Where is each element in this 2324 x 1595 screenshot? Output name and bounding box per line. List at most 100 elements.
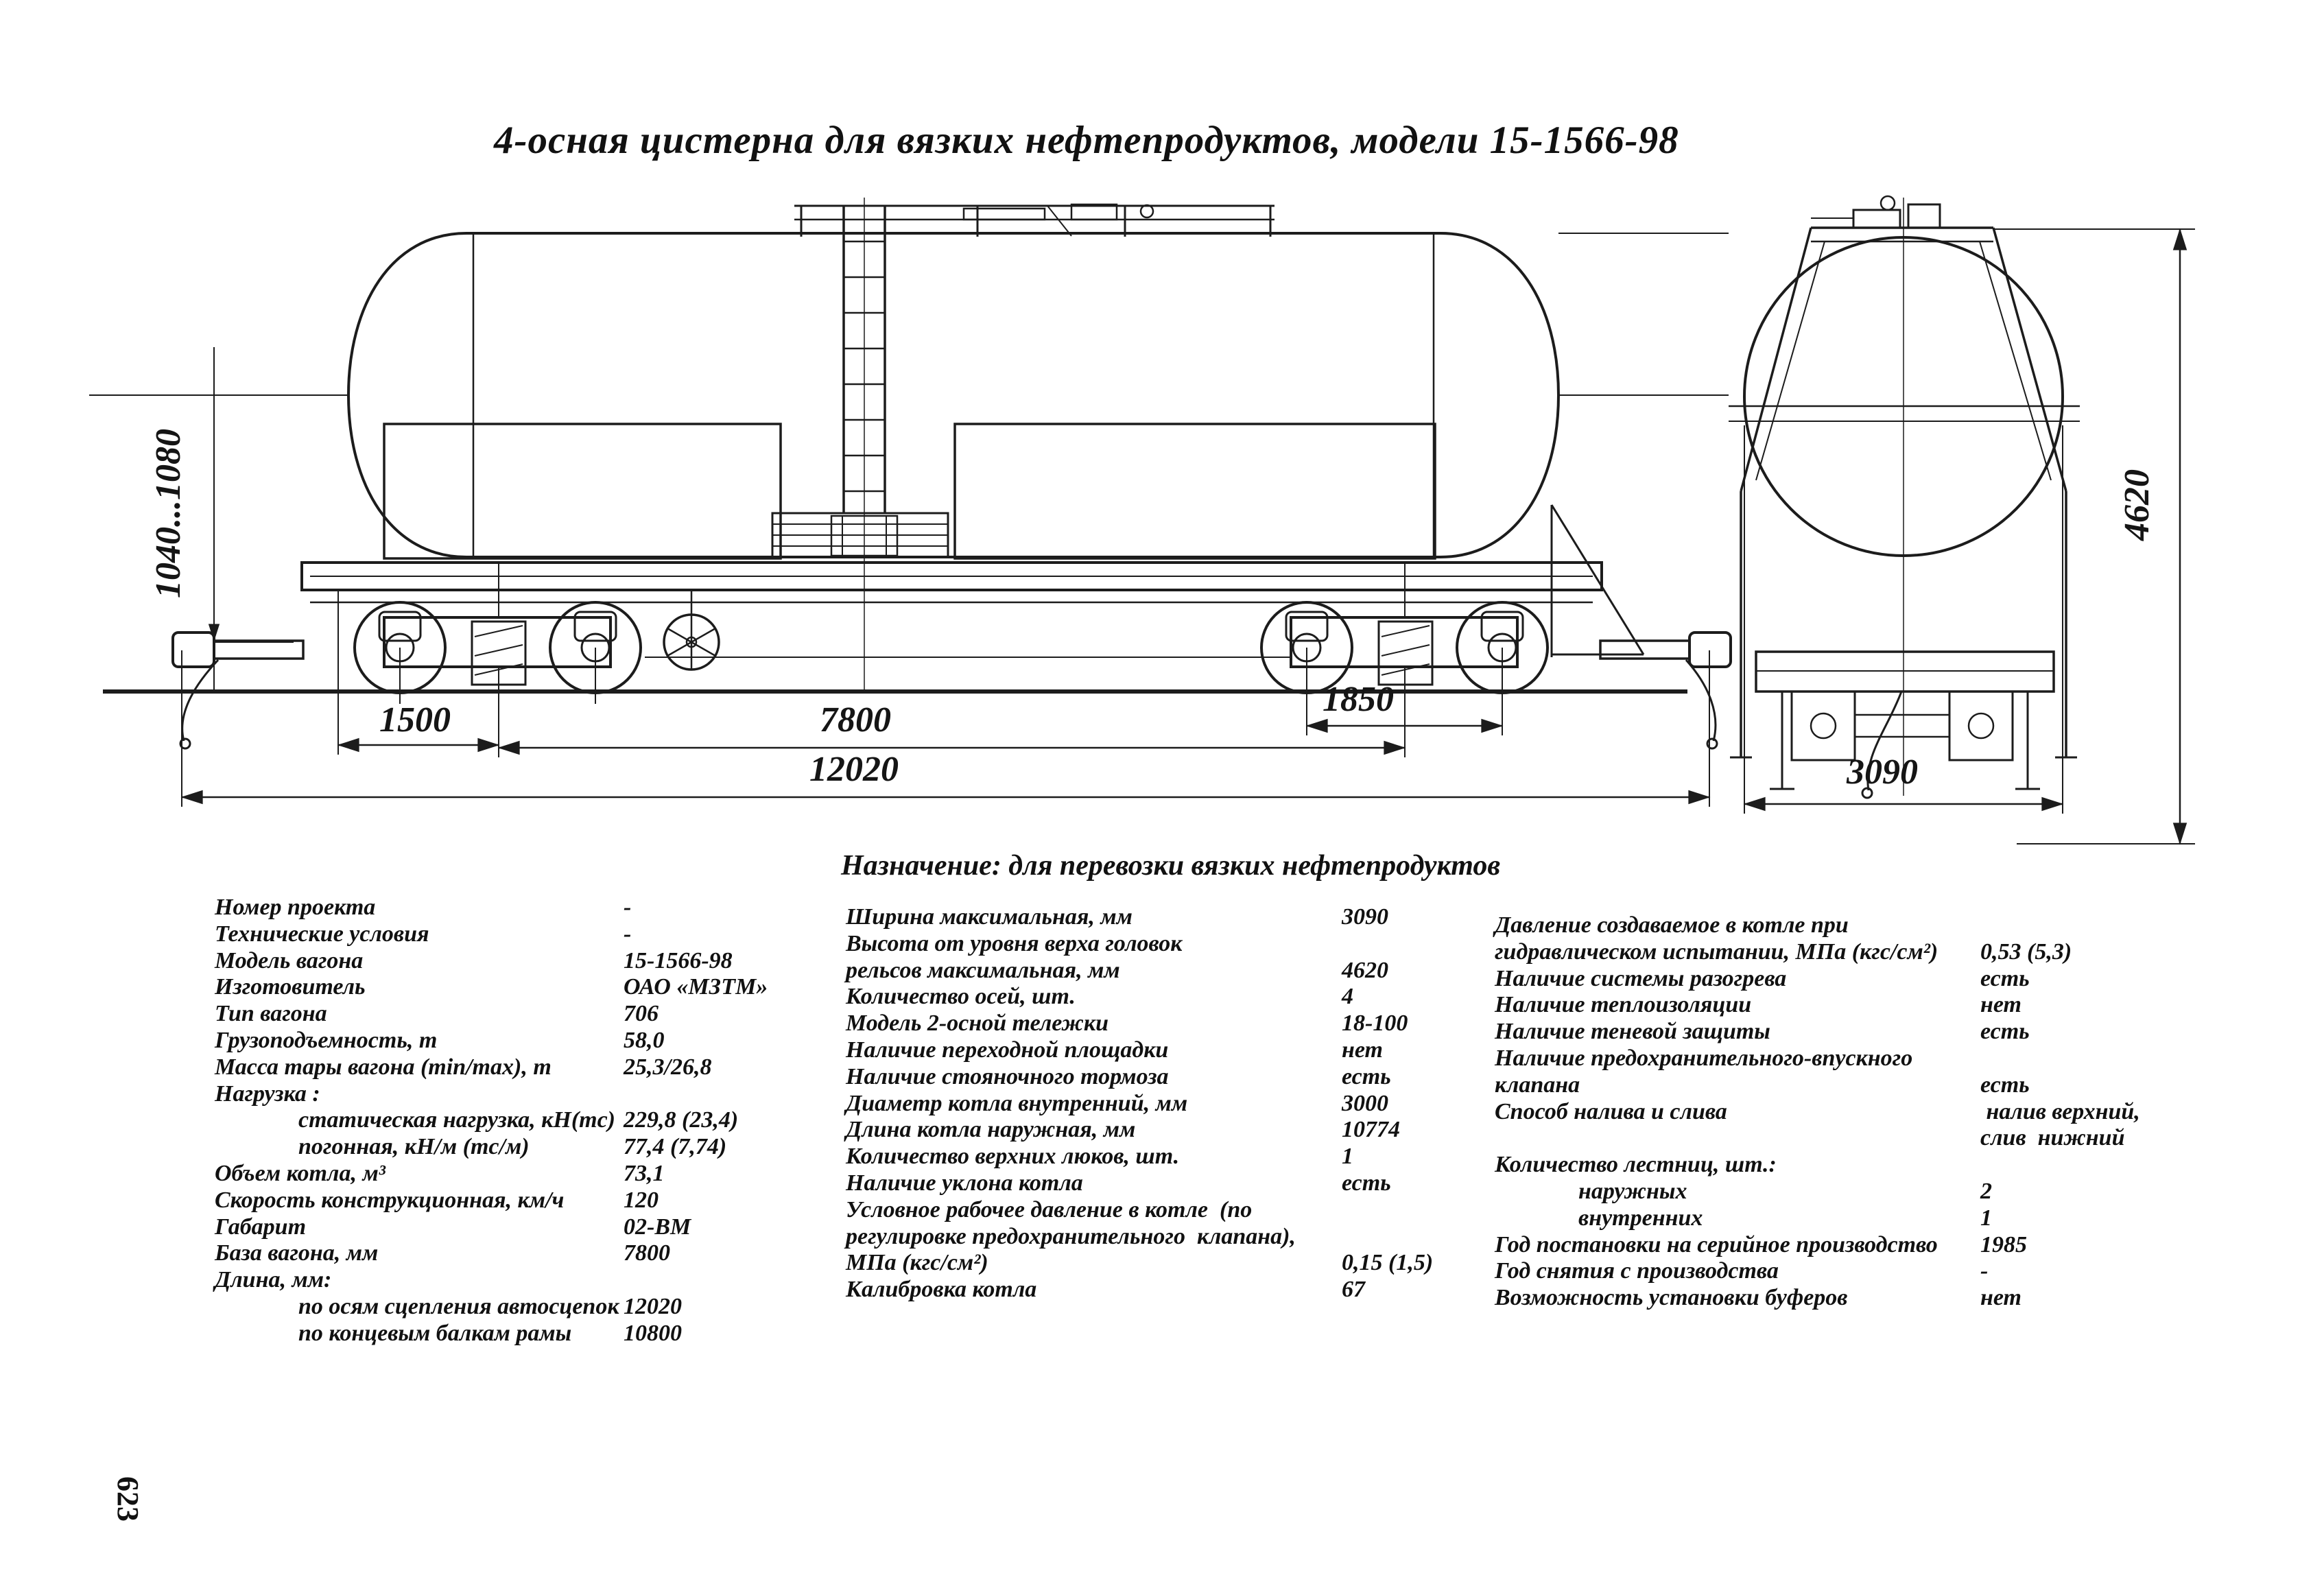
spec-value: 2 (1980, 1178, 1992, 1204)
spec-label (1495, 1125, 1980, 1152)
spec-label: Объем котла, м³ (215, 1160, 386, 1186)
spec-label: Грузоподъемность, т (215, 1027, 438, 1053)
spec-value: 3000 (1342, 1090, 1388, 1116)
dimension-7800: 7800 (497, 700, 1406, 755)
spec-label: погонная, кН/м (тс/м) (298, 1134, 530, 1160)
spec-label: Длина котла наружная, мм (846, 1117, 1136, 1143)
spec-label: Год снятия с производства (1495, 1258, 1779, 1284)
spec-value (1980, 912, 2290, 939)
page-title: 4-осная цистерна для вязких нефтепродукт… (494, 119, 1679, 162)
dim-12020-label: 12020 (809, 750, 899, 789)
spec-value: 73,1 (624, 1160, 665, 1186)
spec-label: Количество осей, шт. (846, 984, 1076, 1010)
dimension-1850: 1850 (1305, 680, 1504, 733)
spec-value: есть (1342, 1063, 1391, 1089)
spec-value: 229,8 (23,4) (624, 1107, 739, 1133)
spec-label: Модель 2-осной тележки (846, 1011, 1109, 1037)
spec-value: налив верхний, (1980, 1098, 2140, 1124)
dim-1850-label: 1850 (1323, 680, 1394, 719)
dim-7800-label: 7800 (820, 700, 891, 740)
spec-row: гидравлическом испытании, МПа (кгс/см²)0… (1495, 939, 2290, 966)
spec-value (624, 1267, 832, 1294)
purpose-line: Назначение: для перевозки вязких нефтепр… (841, 850, 1501, 882)
spec-row: Количество верхних люков, шт.1 (846, 1144, 1552, 1170)
shade-shield-right (953, 423, 1436, 560)
spec-row: МПа (кгс/см²)0,15 (1,5) (846, 1250, 1552, 1277)
dimension-extension-lines (181, 591, 1710, 807)
spec-label: Модель вагона (215, 947, 364, 973)
spec-row: Количество лестниц, шт.: (1495, 1152, 2290, 1179)
dim-4620-label: 4620 (2118, 469, 2157, 541)
spec-row: Наличие предохранительного-впускного (1495, 1045, 2290, 1072)
heater-louver-box (771, 512, 949, 558)
spec-value: нет (1980, 1285, 2021, 1311)
spec-label: Тип вагона (215, 1001, 327, 1027)
spec-row: Условное рабочее давление в котле (по (846, 1197, 1552, 1224)
spec-label: Нагрузка : (215, 1080, 320, 1107)
spec-label: наружных (1578, 1178, 1687, 1204)
spec-label: Калибровка котла (846, 1277, 1037, 1303)
spec-label: Масса тары вагона (min/max), т (215, 1054, 552, 1080)
spec-row: Объем котла, м³ 73,1 (215, 1161, 832, 1188)
spec-value: 10774 (1342, 1117, 1400, 1143)
spec-row: Наличие системы разогрева есть (1495, 966, 2290, 993)
spec-label: Способ налива и слива (1495, 1098, 1727, 1124)
spec-value: есть (1980, 965, 2030, 991)
spec-label: Количество верхних люков, шт. (846, 1144, 1180, 1170)
spec-value: есть (1342, 1170, 1391, 1196)
end-view-bogie (1755, 650, 2055, 799)
spec-value: 25,3/26,8 (624, 1054, 712, 1080)
end-handrail-bracket (1550, 504, 1645, 657)
end-view-drawing: 4620 3090 (1729, 195, 2195, 845)
spec-value: 77,4 (7,74) (624, 1134, 727, 1160)
brake-hose-left (179, 659, 220, 750)
spec-label: Номер проекта (215, 895, 376, 920)
coupler-right (1599, 631, 1732, 668)
spec-value: - (624, 921, 632, 947)
dimension-4620: 4620 (1995, 228, 2195, 845)
spec-value: ОАО «МЗТМ» (624, 974, 768, 1000)
spec-label: гидравлическом испытании, МПа (кгс/см²) (1495, 938, 1938, 965)
spec-label: Ширина максимальная, мм (846, 904, 1133, 930)
spec-value: нет (1342, 1037, 1383, 1063)
dome-fittings (1811, 195, 1941, 229)
spec-value: - (624, 895, 632, 920)
spec-row: Количество осей, шт. 4 (846, 984, 1552, 1011)
dimension-3090: 3090 (1743, 425, 2064, 814)
spec-row: погонная, кН/м (тс/м) 77,4 (7,74) (215, 1134, 832, 1161)
spec-value: 4 (1342, 984, 1353, 1010)
handbrake-wheel (663, 591, 720, 671)
spec-label: Наличие стояночного тормоза (846, 1063, 1169, 1089)
dim-1040-1080-label: 1040...1080 (149, 429, 188, 598)
spec-row: Наличие стояночного тормоза есть (846, 1064, 1552, 1091)
spec-row: Нагрузка : (215, 1081, 832, 1108)
spec-row: Способ налива и слива налив верхний, (1495, 1099, 2290, 1126)
spec-value (1980, 1045, 2290, 1072)
dim-1500-label: 1500 (379, 700, 451, 740)
spec-value: 7800 (624, 1240, 670, 1266)
spec-row: Масса тары вагона (min/max), т 25,3/26,8 (215, 1054, 832, 1081)
spec-label: Скорость конструкционная, км/ч (215, 1187, 565, 1213)
dim-3090-label: 3090 (1846, 753, 1918, 792)
spec-label: Год постановки на серийное производство (1495, 1231, 1938, 1257)
spec-label: Наличие системы разогрева (1495, 965, 1787, 991)
tank-outline (346, 232, 1561, 558)
spec-label: Диаметр котла внутренний, мм (846, 1090, 1188, 1116)
spec-row: наружных 2 (1495, 1179, 2290, 1205)
dimension-coupler-height: 1040...1080 (149, 347, 294, 690)
spec-value: 15-1566-98 (624, 947, 733, 973)
dome-ladder (842, 198, 886, 692)
spec-label: рельсов максимальная, мм (846, 957, 1120, 983)
